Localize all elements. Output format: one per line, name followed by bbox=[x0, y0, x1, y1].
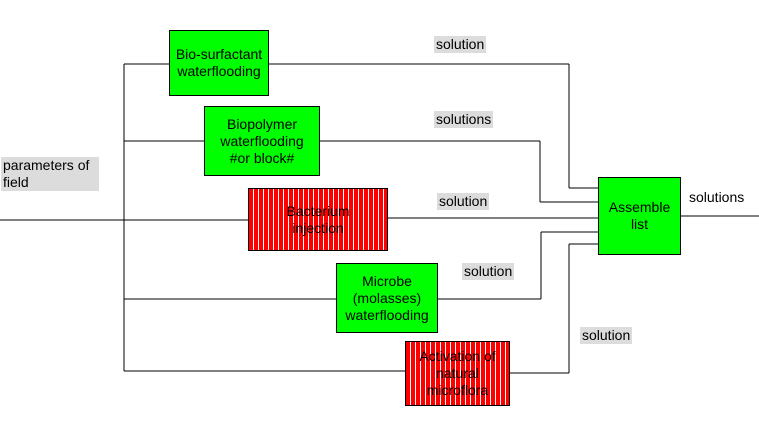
method-box-biopolymer: Biopolymer waterflooding #or block# bbox=[204, 106, 320, 176]
method-label: Bacterium injection bbox=[286, 202, 350, 236]
method-box-bio-surfactant: Bio-surfactant waterflooding bbox=[169, 30, 269, 96]
input-label: parameters of field bbox=[1, 157, 99, 191]
method-label: Bio-surfactant waterflooding bbox=[175, 46, 263, 79]
edge-label: solution bbox=[580, 327, 633, 344]
method-box-bacterium: Bacterium injection bbox=[248, 188, 388, 251]
edge-label: solution bbox=[434, 36, 487, 53]
method-label: Biopolymer waterflooding #or block# bbox=[220, 115, 304, 166]
edge-label: solution bbox=[462, 263, 515, 280]
method-box-microbe: Microbe (molasses) waterflooding bbox=[336, 263, 438, 333]
method-box-activation: Activation of natural microflora bbox=[405, 341, 510, 406]
assemble-list-box: Assemble list bbox=[598, 177, 681, 255]
edge-label: solution bbox=[437, 193, 490, 210]
assemble-label: Assemble list bbox=[608, 199, 671, 232]
method-label: Microbe (molasses) waterflooding bbox=[345, 272, 429, 323]
method-label: Activation of natural microflora bbox=[419, 348, 496, 398]
output-label: solutions bbox=[689, 189, 745, 205]
edge-label: solutions bbox=[434, 111, 494, 128]
